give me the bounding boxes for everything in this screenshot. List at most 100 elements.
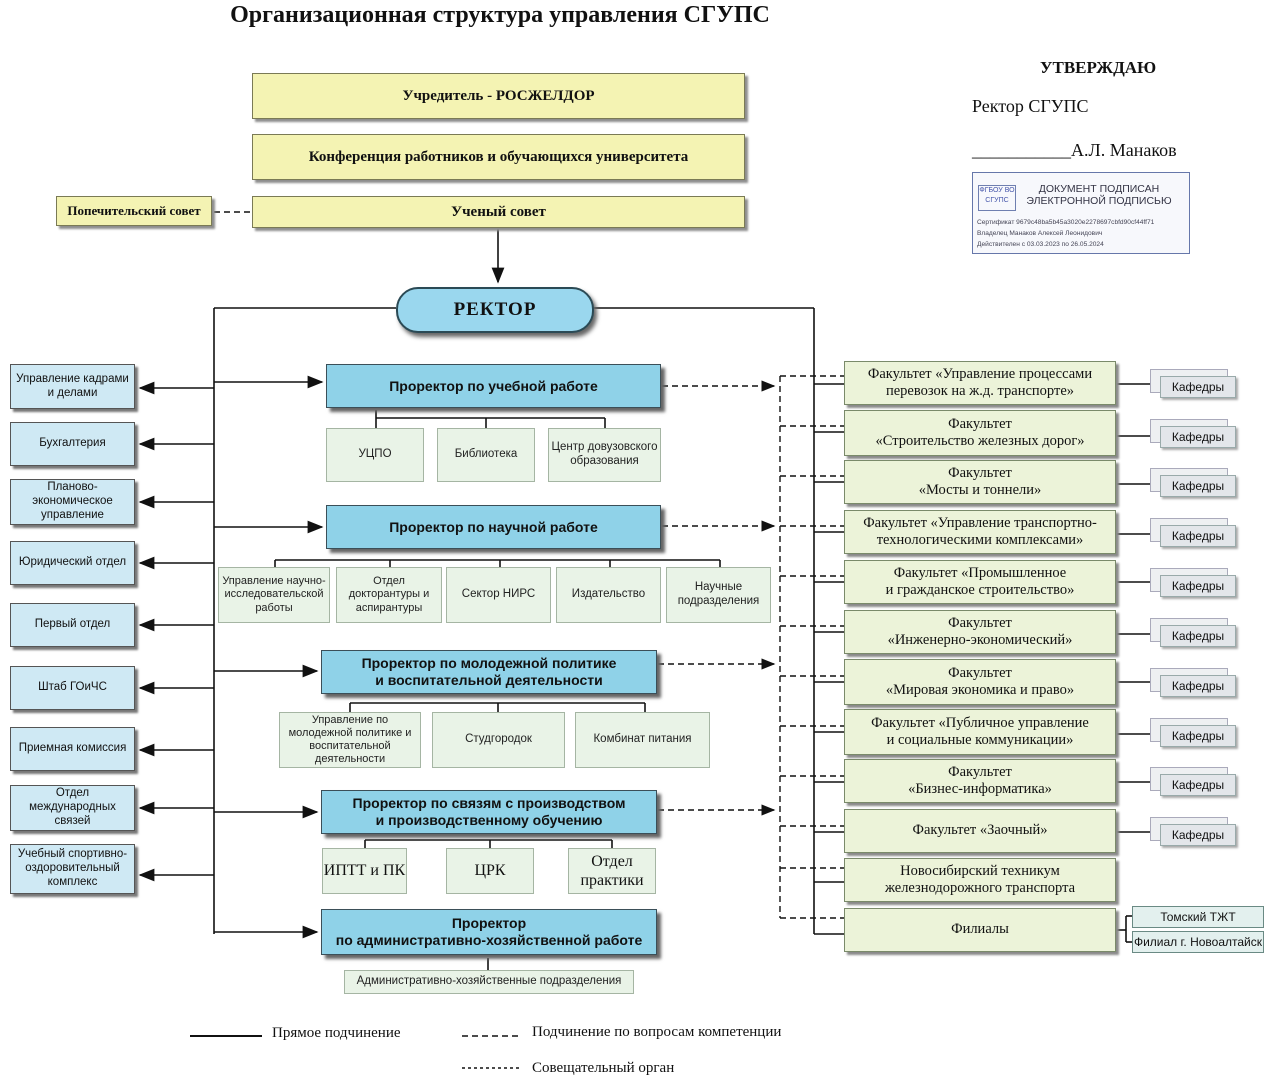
unit-catering: Комбинат питания [575,712,710,768]
dept-hr: Управление кадрами и делами [10,364,135,409]
unit-student-research-sector: Сектор НИРС [446,567,551,623]
vice-rector-administrative: Проректор по административно-хозяйственн… [321,909,657,955]
signature-line: ___________А.Л. Манаков [972,140,1177,160]
dept-first: Первый отдел [10,603,135,647]
faculty-box: Факультет«Инженерно-экономический» [844,610,1116,654]
vice-rector-industry-relations-line2: и производственному обучению [375,812,603,828]
departments-box: Кафедры [1160,525,1236,547]
unit-library: Библиотека [437,428,535,482]
vice-rector-youth-policy-line1: Проректор по молодежной политике [361,655,617,672]
unit-ipttpk: ИПТТ и ПК [322,848,407,894]
dept-sports-complex: Учебный спортивно-оздоровительный компле… [10,844,135,894]
stamp-certificate: Сертификат 9679c48ba5b45a3020e2278697cbf… [977,219,1155,226]
faculty-name-line2: технологическими комплексами» [876,532,1084,548]
legend-competence-label: Подчинение по вопросам компетенции [532,1024,782,1040]
unit-practice-department: Отдел практики [568,848,656,894]
faculty-name-line1: Факультет [948,415,1012,432]
faculty-name-line2: перевозок на ж.д. транспорте» [885,383,1075,399]
unit-student-campus: Студгородок [432,712,565,768]
faculty-name-line1: Факультет «Управление транспортно- [863,514,1097,531]
vice-rector-administrative-line1: Проректор [451,915,527,932]
board-of-trustees-box: Попечительский совет [56,196,212,226]
dept-accounting: Бухгалтерия [10,422,135,466]
departments-box: Кафедры [1160,475,1236,497]
unit-research-divisions: Научные подразделения [666,567,771,623]
faculty-box: Факультет«Строительство железных дорог» [844,410,1116,456]
faculty-name-line1: Факультет «Управление процессами [867,365,1093,382]
vice-rector-administrative-line2: по административно-хозяйственной работе [335,932,643,948]
vice-rector-academic: Проректор по учебной работе [326,364,661,408]
departments-box: Кафедры [1160,376,1236,398]
stamp-owner: Владелец Манаков Алексей Леонидович [977,230,1103,237]
departments-box: Кафедры [1160,575,1236,597]
dept-planning-economic: Планово-экономическое управление [10,479,135,525]
faculty-name-line2: «Мосты и тоннели» [918,482,1042,498]
faculty-name-line1: Факультет «Публичное управление [871,714,1089,731]
legend-advisory-label: Совещательный орган [532,1060,675,1076]
departments-box: Кафедры [1160,675,1236,697]
unit-youth-policy-management: Управление по молодежной политике и восп… [279,712,421,768]
unit-doctoral-studies: Отдел докторантуры и аспирантуры [336,567,442,623]
faculty-name-line1: Факультет [948,464,1012,481]
faculty-name-line1: Новосибирский техникум [900,862,1060,879]
faculty-box: Факультет«Мосты и тоннели» [844,460,1116,504]
faculty-name-line2: «Мировая экономика и право» [885,682,1075,698]
faculty-name-line1: Факультет «Промышленное [893,564,1067,581]
vice-rector-youth-policy-line2: и воспитательной деятельности [375,672,603,688]
branch-novoaltaysk: Филиал г. Новоалтайск [1132,931,1264,953]
stamp-header-line1: ДОКУМЕНТ ПОДПИСАН [1038,183,1160,195]
faculty-name-line2: и гражданское строительство» [885,582,1075,598]
faculty-name-line2: «Бизнес-информатика» [908,781,1052,797]
legend-direct-label: Прямое подчинение [272,1025,401,1041]
faculty-name-line1: Факультет [948,763,1012,780]
faculty-name-line1: Факультет «Заочный» [912,822,1048,839]
unit-publishing: Издательство [556,567,661,623]
unit-research-management: Управление научно-исследовательской рабо… [218,567,330,623]
faculty-box: Факультет «Управление транспортно-технол… [844,510,1116,554]
stamp-header: ДОКУМЕНТ ПОДПИСАН ЭЛЕКТРОННОЙ ПОДПИСЬЮ [1019,183,1179,207]
faculty-name-line2: железнодорожного транспорта [884,880,1076,896]
vice-rector-youth-policy: Проректор по молодежной политике и воспи… [321,650,657,694]
electronic-signature-stamp: ФГБОУ ВО СГУПС ДОКУМЕНТ ПОДПИСАН ЭЛЕКТРО… [972,172,1190,254]
stamp-header-line2: ЭЛЕКТРОННОЙ ПОДПИСЬЮ [1026,195,1172,207]
unit-crk: ЦРК [446,848,534,894]
departments-box: Кафедры [1160,625,1236,647]
branch-tomsk: Томский ТЖТ [1132,906,1264,928]
faculty-name-line2: «Строительство железных дорог» [875,433,1085,449]
approval-position: Ректор СГУПС [972,96,1089,116]
faculty-box: Факультет «Заочный» [844,809,1116,853]
conference-box: Конференция работников и обучающихся уни… [252,134,745,180]
departments-box: Кафедры [1160,426,1236,448]
faculty-box: Факультет«Бизнес-информатика» [844,759,1116,803]
unit-administrative-divisions: Административно-хозяйственные подразделе… [344,970,634,994]
dept-admissions: Приемная комиссия [10,727,135,771]
departments-box: Кафедры [1160,774,1236,796]
faculty-box: Факультет«Мировая экономика и право» [844,659,1116,705]
dept-legal: Юридический отдел [10,541,135,585]
dept-civil-defense: Штаб ГОиЧС [10,666,135,710]
faculty-box: Филиалы [844,908,1116,952]
faculty-name-line1: Факультет [948,614,1012,631]
stamp-validity: Действителен с 03.03.2023 по 26.05.2024 [977,241,1104,248]
unit-preuniversity-center: Центр довузовского образования [548,428,661,482]
departments-box: Кафедры [1160,824,1236,846]
rector-box: РЕКТОР [396,287,594,333]
vice-rector-industry-relations: Проректор по связям с производством и пр… [321,790,657,834]
university-logo: ФГБОУ ВО СГУПС [978,185,1016,211]
page-title: Организационная структура управления СГУ… [230,2,770,28]
vice-rector-research: Проректор по научной работе [326,505,661,549]
vice-rector-industry-relations-line1: Проректор по связям с производством [352,795,626,812]
approval-heading: УТВЕРЖДАЮ [1040,58,1157,77]
unit-utspo: УЦПО [326,428,424,482]
academic-council-box: Ученый совет [252,196,745,228]
dept-international: Отдел международных связей [10,785,135,831]
faculty-name-line1: Филиалы [951,921,1009,938]
founder-box: Учредитель - РОСЖЕЛДОР [252,73,745,119]
faculty-name-line2: и социальные коммуникации» [886,732,1074,748]
